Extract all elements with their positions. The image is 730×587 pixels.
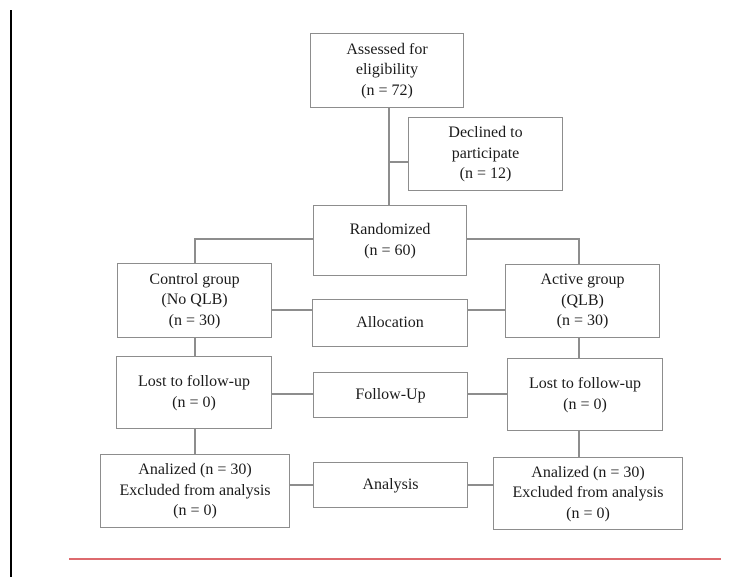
box-declined-to-participate: Declined to participate (n = 12) bbox=[408, 117, 563, 191]
connector-lost-right-to-analyzed-right bbox=[578, 430, 580, 458]
connector-randomized-right-horizontal bbox=[466, 238, 580, 240]
connector-lost-left-to-followup bbox=[271, 393, 314, 395]
left-border-rule bbox=[10, 10, 12, 577]
box-active-group: Active group (QLB) (n = 30) bbox=[505, 264, 660, 338]
connector-analyzed-left-to-analysis bbox=[289, 484, 314, 486]
box-assessed-for-eligibility: Assessed for eligibility (n = 72) bbox=[310, 33, 464, 108]
box-control-group-text: Control group (No QLB) (n = 30) bbox=[149, 270, 240, 329]
connector-lost-left-to-analyzed-left bbox=[194, 428, 196, 455]
box-allocation-text: Allocation bbox=[356, 313, 424, 331]
box-analyzed-right-text: Analized (n = 30) Excluded from analysis… bbox=[512, 463, 664, 522]
box-assessed-text: Assessed for eligibility (n = 72) bbox=[346, 40, 428, 99]
connector-randomized-to-active bbox=[578, 238, 580, 265]
connector-allocation-to-active bbox=[467, 309, 506, 311]
box-randomized-text: Randomized (n = 60) bbox=[349, 221, 431, 259]
connector-randomized-left-horizontal bbox=[195, 238, 314, 240]
connector-followup-to-lost-right bbox=[467, 393, 508, 395]
box-followup-text: Follow-Up bbox=[355, 385, 426, 403]
connector-control-to-lost-left bbox=[194, 337, 196, 357]
box-lost-left-text: Lost to follow-up (n = 0) bbox=[138, 373, 250, 411]
connector-branch-to-declined bbox=[389, 161, 408, 163]
box-lost-right-text: Lost to follow-up (n = 0) bbox=[529, 375, 641, 413]
box-analysis-stage: Analysis bbox=[313, 462, 468, 508]
box-analyzed-control: Analized (n = 30) Excluded from analysis… bbox=[100, 454, 290, 528]
connector-analysis-to-analyzed-right bbox=[467, 484, 494, 486]
box-analysis-text: Analysis bbox=[362, 475, 419, 493]
box-followup-stage: Follow-Up bbox=[313, 372, 468, 418]
connector-control-to-allocation bbox=[271, 309, 313, 311]
box-declined-text: Declined to participate (n = 12) bbox=[448, 124, 523, 183]
box-analyzed-active: Analized (n = 30) Excluded from analysis… bbox=[493, 457, 683, 530]
connector-active-to-lost-right bbox=[578, 337, 580, 359]
box-allocation-stage: Allocation bbox=[312, 299, 468, 347]
box-lost-to-followup-active: Lost to follow-up (n = 0) bbox=[507, 358, 663, 431]
red-divider-rule bbox=[69, 558, 721, 560]
box-active-group-text: Active group (QLB) (n = 30) bbox=[540, 271, 625, 330]
box-analyzed-left-text: Analized (n = 30) Excluded from analysis… bbox=[119, 461, 271, 520]
box-randomized: Randomized (n = 60) bbox=[313, 205, 467, 276]
box-lost-to-followup-control: Lost to follow-up (n = 0) bbox=[116, 356, 272, 429]
connector-assessed-to-randomized bbox=[388, 108, 390, 205]
connector-randomized-to-control bbox=[194, 238, 196, 264]
box-control-group: Control group (No QLB) (n = 30) bbox=[117, 263, 272, 338]
